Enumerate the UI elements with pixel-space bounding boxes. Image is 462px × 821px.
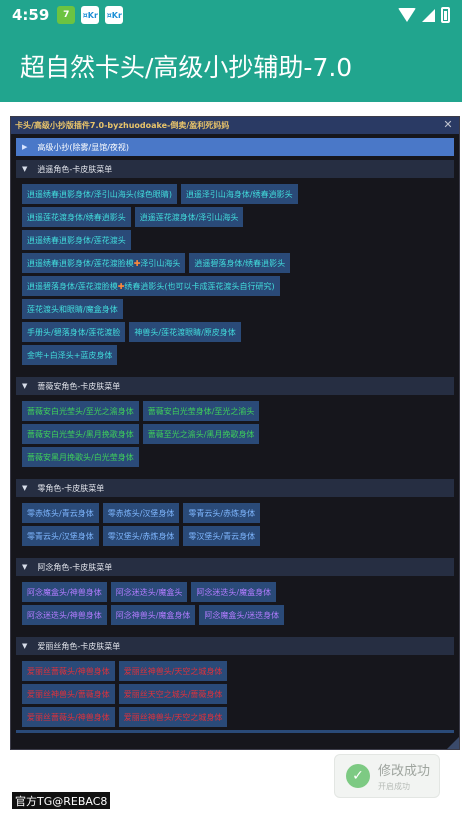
button-text: 绣春逍影头(也可以卡成莲花渡头自行研究) [124, 281, 275, 291]
notification-app-icon: 7 [57, 6, 76, 24]
section-header[interactable]: ▼ 零角色-卡皮肤菜单 [16, 479, 454, 497]
skin-button[interactable]: 阿念迷迭头/魔盒身体 [191, 582, 277, 602]
status-bar: 4:59 7 ¤Kr ¤Kr [0, 0, 462, 30]
section-label: 爱丽丝角色-卡皮肤菜单 [37, 641, 121, 651]
skin-button[interactable]: 爱丽丝天空之城头/蔷薇身体 [118, 684, 228, 704]
plus-icon: ✚ [117, 281, 125, 291]
skin-button[interactable]: 蔷薇安黑月挽歌头/白光莹身体 [22, 447, 139, 467]
section-xiaoyao: ▼ 逍遥角色-卡皮肤菜单 逍遥绣春逍影身体/泽引山海头(绿色眼睛) 逍遥泽引山海… [16, 160, 454, 373]
panel-title: 卡头/高级小抄版插件7.0-byzhuodoake-倒卖/盈利死妈妈 [15, 121, 230, 130]
skin-button[interactable]: 零青云头/赤炼身体 [183, 503, 261, 523]
notification-app-icon: ¤Kr [105, 6, 124, 24]
skin-button[interactable]: 爱丽丝蔷薇头/神兽身体 [22, 707, 115, 727]
skin-button[interactable]: 爱丽丝蔷薇头/神兽身体 [22, 661, 115, 681]
panel-titlebar[interactable]: 卡头/高级小抄版插件7.0-byzhuodoake-倒卖/盈利死妈妈 ✕ [11, 117, 459, 134]
skin-button[interactable]: 爱丽丝神兽头/天空之城身体 [118, 661, 228, 681]
mod-menu-panel[interactable]: 卡头/高级小抄版插件7.0-byzhuodoake-倒卖/盈利死妈妈 ✕ ▶ 高… [10, 116, 460, 750]
section-body: 零赤炼头/青云身体 零赤炼头/汉堡身体 零青云头/赤炼身体 零青云头/汉堡身体 … [16, 497, 454, 554]
section-label: 蔷薇安角色-卡皮肤菜单 [37, 381, 121, 391]
skin-button[interactable]: 金哔+白泽头+蓝皮身体 [22, 345, 118, 365]
skin-button[interactable]: 逍遥碧落身体/绣春逍影头 [189, 253, 291, 273]
status-time: 4:59 [12, 6, 50, 24]
app-bar: 超自然卡头/高级小抄辅助-7.0 [0, 30, 462, 102]
toast-subtitle: 开启成功 [378, 782, 410, 791]
resize-handle-icon[interactable] [447, 737, 459, 749]
skin-button[interactable]: 零青云头/汉堡身体 [22, 526, 99, 546]
skin-button[interactable]: 阿念神兽头/魔盒身体 [110, 605, 196, 625]
section-label: 逍遥角色-卡皮肤菜单 [37, 164, 113, 174]
section-label: 阿念角色-卡皮肤菜单 [37, 562, 113, 572]
skin-button[interactable]: 蔷薇安白光莹身体/至光之渝头 [142, 401, 260, 421]
skin-button[interactable]: 蔷薇至光之渝头/黑月挽歌身体 [142, 424, 260, 444]
panel-scroll-divider [16, 730, 454, 733]
skin-button[interactable]: 蔷薇安白光莹头/至光之渝身体 [22, 401, 139, 421]
skin-button[interactable]: 莲花渡头和眼睛/魔盒身体 [22, 299, 123, 319]
battery-icon [441, 7, 450, 23]
section-anian: ▼ 阿念角色-卡皮肤菜单 阿念魔盒头/神兽身体 阿念迷迭头/魔盒头 阿念迷迭头/… [16, 558, 454, 633]
skin-button[interactable]: 零汉堡头/青云身体 [183, 526, 261, 546]
section-header[interactable]: ▼ 爱丽丝角色-卡皮肤菜单 [16, 637, 454, 655]
collapsed-section-header[interactable]: ▶ 高级小抄(除雾/显馆/夜视) [16, 138, 454, 156]
button-text: 逍遥碧落身体/莲花渡脸模 [27, 281, 118, 291]
section-alice: ▼ 爱丽丝角色-卡皮肤菜单 爱丽丝蔷薇头/神兽身体 爱丽丝神兽头/天空之城身体 … [16, 637, 454, 735]
watermark-label: 官方TG@REBAC8 [12, 792, 111, 809]
collapse-arrow-icon: ▼ [22, 382, 28, 390]
skin-button[interactable]: 逍遥莲花渡身体/泽引山海头 [134, 207, 244, 227]
skin-button[interactable]: 蔷薇安白光莹头/黑月挽歌身体 [22, 424, 139, 444]
section-header[interactable]: ▼ 逍遥角色-卡皮肤菜单 [16, 160, 454, 178]
notification-app-icon: ¤Kr [81, 6, 100, 24]
check-icon: ✓ [346, 764, 370, 788]
skin-button[interactable]: 零汉堡头/赤炼身体 [102, 526, 180, 546]
skin-button[interactable]: 阿念迷迭头/神兽身体 [22, 605, 107, 625]
skin-button[interactable]: 神兽头/莲花渡眼睛/原皮身体 [129, 322, 241, 342]
skin-button[interactable]: 逍遥绣春逍影身体/泽引山海头(绿色眼睛) [22, 184, 177, 204]
expand-arrow-icon: ▶ [22, 143, 28, 151]
skin-button[interactable]: 逍遥碧落身体/莲花渡脸模✚绣春逍影头(也可以卡成莲花渡头自行研究) [22, 276, 280, 296]
skin-button[interactable]: 爱丽丝神兽头/蔷薇身体 [22, 684, 115, 704]
section-qiangweian: ▼ 蔷薇安角色-卡皮肤菜单 蔷薇安白光莹头/至光之渝身体 蔷薇安白光莹身体/至光… [16, 377, 454, 475]
skin-button[interactable]: 逍遥绣春逍影身体/莲花渡脸模✚泽引山海头 [22, 253, 186, 273]
section-body: 爱丽丝蔷薇头/神兽身体 爱丽丝神兽头/天空之城身体 爱丽丝神兽头/蔷薇身体 爱丽… [16, 655, 454, 735]
skin-button[interactable]: 手册头/碧落身体/莲花渡脸 [22, 322, 126, 342]
collapse-arrow-icon: ▼ [22, 563, 28, 571]
section-label: 零角色-卡皮肤菜单 [37, 483, 105, 493]
section-body: 阿念魔盒头/神兽身体 阿念迷迭头/魔盒头 阿念迷迭头/魔盒身体 阿念迷迭头/神兽… [16, 576, 454, 633]
section-ling: ▼ 零角色-卡皮肤菜单 零赤炼头/青云身体 零赤炼头/汉堡身体 零青云头/赤炼身… [16, 479, 454, 554]
collapse-arrow-icon: ▼ [22, 165, 28, 173]
status-indicators [398, 7, 450, 23]
section-header[interactable]: ▼ 阿念角色-卡皮肤菜单 [16, 558, 454, 576]
skin-button[interactable]: 零赤炼头/汉堡身体 [102, 503, 180, 523]
success-toast: ✓ 修改成功 开启成功 [334, 754, 440, 798]
section-body: 蔷薇安白光莹头/至光之渝身体 蔷薇安白光莹身体/至光之渝头 蔷薇安白光莹头/黑月… [16, 395, 454, 475]
toast-title: 修改成功 [378, 764, 431, 779]
collapse-arrow-icon: ▼ [22, 484, 28, 492]
skin-button[interactable]: 爱丽丝神兽头/天空之城身体 [118, 707, 228, 727]
wifi-icon [398, 8, 416, 22]
skin-button[interactable]: 逍遥莲花渡身体/绣春逍影头 [22, 207, 131, 227]
section-body: 逍遥绣春逍影身体/泽引山海头(绿色眼睛) 逍遥泽引山海身体/绣春逍影头 逍遥莲花… [16, 178, 454, 373]
section-header[interactable]: ▼ 蔷薇安角色-卡皮肤菜单 [16, 377, 454, 395]
button-text: 泽引山海头 [140, 258, 181, 268]
app-title: 超自然卡头/高级小抄辅助-7.0 [20, 53, 353, 82]
close-icon[interactable]: ✕ [443, 118, 453, 131]
signal-icon [422, 8, 435, 22]
section-label: 高级小抄(除雾/显馆/夜视) [37, 142, 130, 152]
skin-button[interactable]: 阿念魔盒头/神兽身体 [22, 582, 107, 602]
skin-button[interactable]: 阿念魔盒头/迷迭身体 [199, 605, 285, 625]
button-text: 逍遥绣春逍影身体/莲花渡脸模 [27, 258, 134, 268]
skin-button[interactable]: 逍遥泽引山海身体/绣春逍影头 [180, 184, 298, 204]
collapse-arrow-icon: ▼ [22, 642, 28, 650]
skin-button[interactable]: 阿念迷迭头/魔盒头 [110, 582, 188, 602]
skin-button[interactable]: 逍遥绣春逍影身体/莲花渡头 [22, 230, 131, 250]
skin-button[interactable]: 零赤炼头/青云身体 [22, 503, 99, 523]
plus-icon: ✚ [133, 258, 141, 268]
